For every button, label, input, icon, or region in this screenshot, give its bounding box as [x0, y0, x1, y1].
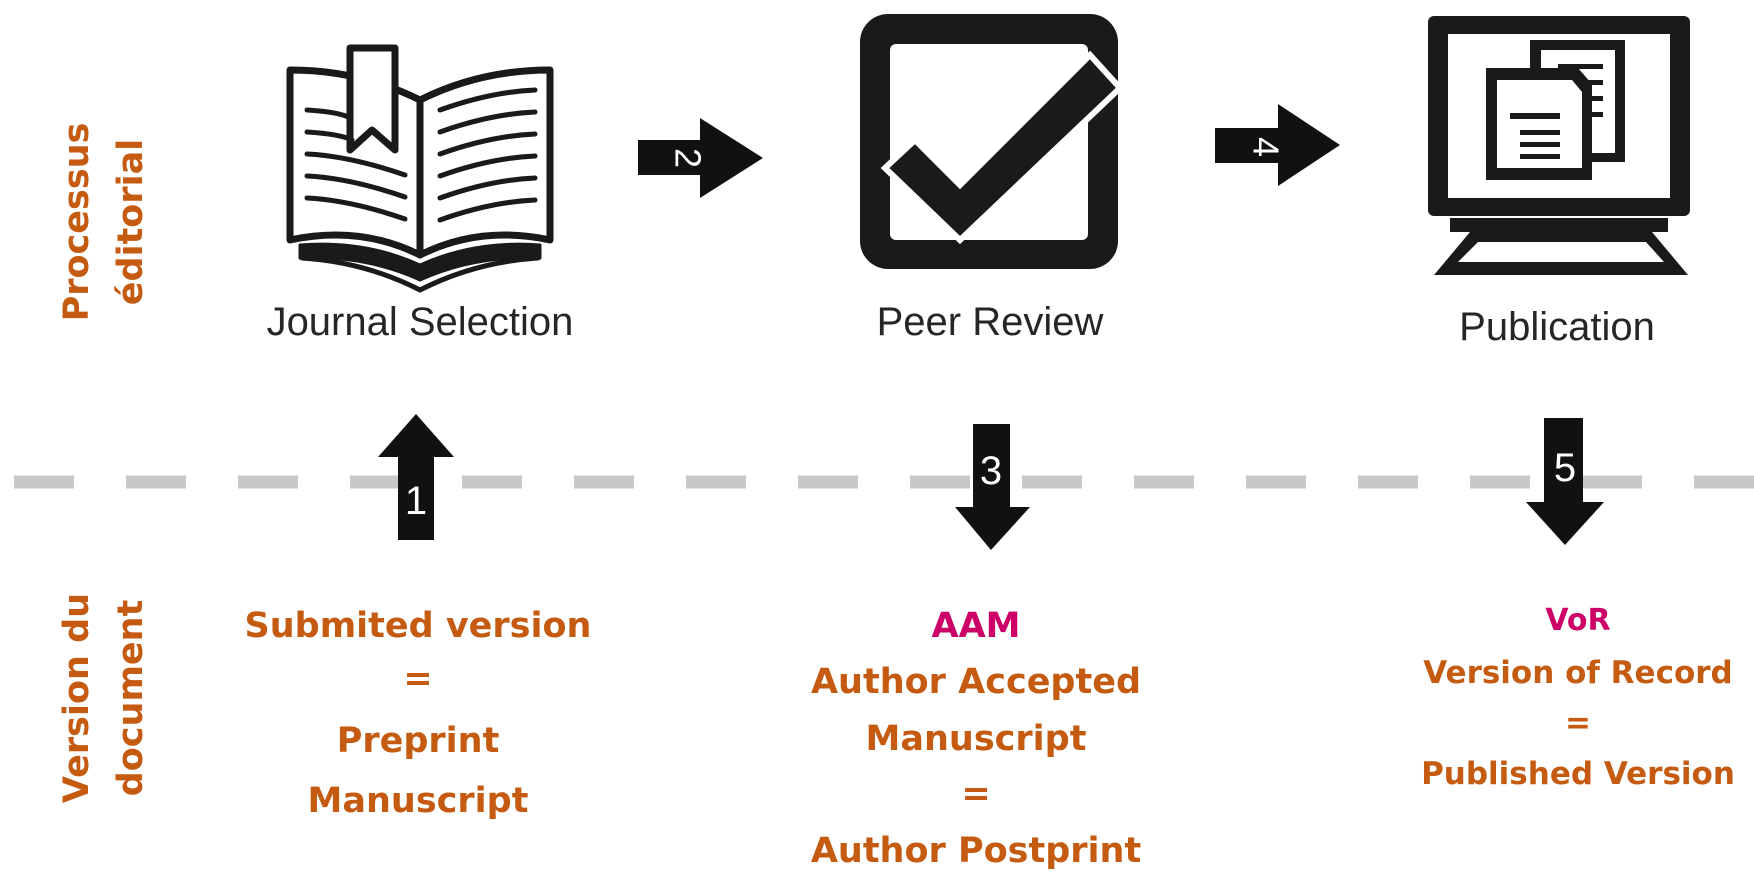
version-line: Version of Record	[1423, 655, 1732, 691]
version-acronym: AAM	[931, 606, 1020, 646]
version-submitted: Submited version = Preprint Manuscript	[245, 606, 592, 821]
open-book-icon	[286, 44, 554, 293]
version-equals: =	[961, 774, 990, 814]
row-label-document-version: Version du document	[57, 593, 151, 803]
arrow-step-3: 3	[955, 424, 1030, 550]
version-line: Manuscript	[866, 719, 1087, 759]
row-label-line2: éditorial	[111, 139, 151, 305]
computer-documents-icon	[1428, 16, 1690, 275]
arrow-step-4: 4	[1215, 104, 1340, 186]
version-line: Preprint	[337, 721, 500, 761]
version-line: Author Postprint	[811, 831, 1141, 871]
row-label-editorial-process: Processus éditorial	[57, 123, 151, 322]
step-number-1: 1	[405, 479, 427, 523]
arrow-step-1: 1	[378, 414, 454, 540]
version-line: Published Version	[1421, 756, 1735, 792]
arrow-step-5: 5	[1526, 418, 1604, 545]
version-line: Submited version	[245, 606, 592, 646]
stage-label-peer-review: Peer Review	[877, 300, 1104, 344]
version-equals: =	[1565, 705, 1591, 741]
checkbox-checked-icon	[860, 14, 1125, 269]
row-label-line1: Processus	[57, 123, 97, 322]
stage-label-journal-selection: Journal Selection	[267, 300, 574, 344]
version-line: Author Accepted	[811, 662, 1141, 702]
version-acronym: VoR	[1545, 603, 1610, 638]
row-label-line2: document	[111, 600, 151, 797]
arrow-step-2: 2	[638, 118, 763, 198]
step-number-4: 4	[1246, 137, 1287, 157]
stage-label-publication: Publication	[1459, 305, 1655, 349]
version-line: Manuscript	[308, 781, 529, 821]
step-number-5: 5	[1554, 446, 1576, 490]
version-equals: =	[403, 659, 432, 699]
step-number-3: 3	[980, 449, 1002, 493]
row-label-line1: Version du	[57, 593, 97, 803]
version-aam: AAM Author Accepted Manuscript = Author …	[811, 606, 1141, 871]
version-vor: VoR Version of Record = Published Versio…	[1421, 603, 1735, 792]
step-number-2: 2	[668, 148, 709, 168]
